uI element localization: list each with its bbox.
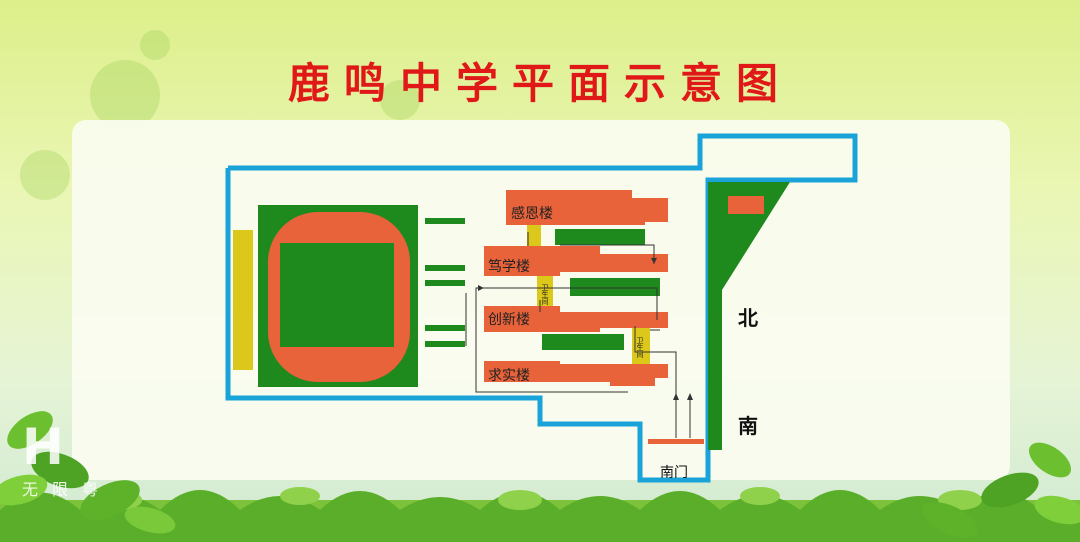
sports-bar (425, 325, 465, 331)
sports-bar (425, 341, 465, 347)
building-label-ganen: 感恩楼 (511, 206, 553, 222)
green-belt (542, 334, 624, 350)
building-duxue (484, 246, 668, 276)
building-label-duxue: 笃学楼 (488, 259, 530, 275)
corridor (527, 222, 541, 252)
east-green-belt (708, 182, 790, 450)
stadium-stand (233, 230, 253, 370)
south-gate-bar (648, 439, 704, 444)
leaf-decoration (0, 411, 176, 534)
sports-bar (425, 280, 465, 286)
campus-boundary (225, 133, 858, 483)
sports-bar (425, 265, 465, 271)
background-bubble (380, 80, 420, 120)
south-gate-label: 南门 (660, 465, 688, 481)
green-belt (570, 278, 660, 296)
sports-bar (425, 218, 465, 224)
green-belt (555, 229, 645, 245)
south-label: 南 (738, 414, 758, 438)
corridor (537, 272, 553, 312)
east-building (728, 196, 764, 214)
watermark: H 无限粤 (22, 422, 112, 500)
route-arrow (687, 393, 693, 400)
route-arrow (651, 258, 657, 264)
building-qiushi (484, 361, 668, 386)
building-label-chuangxin: 创新楼 (488, 312, 530, 328)
building-chuangxin (484, 306, 668, 332)
background-bubble (20, 150, 70, 200)
watermark-text: 无限粤 (22, 480, 113, 499)
route-arrow (478, 285, 484, 291)
route-line (560, 244, 655, 264)
route-arrow (673, 393, 679, 400)
restroom-label: 卫生间 (541, 284, 549, 306)
watermark-logo: H (22, 418, 66, 476)
page-title: 鹿鸣中学平面示意图 (287, 59, 792, 108)
building-ganen (506, 190, 668, 225)
stadium-field (280, 243, 394, 347)
corridor (632, 326, 650, 366)
restroom-label: 卫生间 (636, 337, 644, 359)
north-label: 北 (738, 306, 758, 330)
background-bubble (90, 60, 160, 130)
building-label-qiushi: 求实楼 (488, 368, 530, 384)
grass-decoration (0, 487, 1080, 542)
leaf-decoration (922, 442, 1080, 538)
background-bubble (140, 30, 170, 60)
